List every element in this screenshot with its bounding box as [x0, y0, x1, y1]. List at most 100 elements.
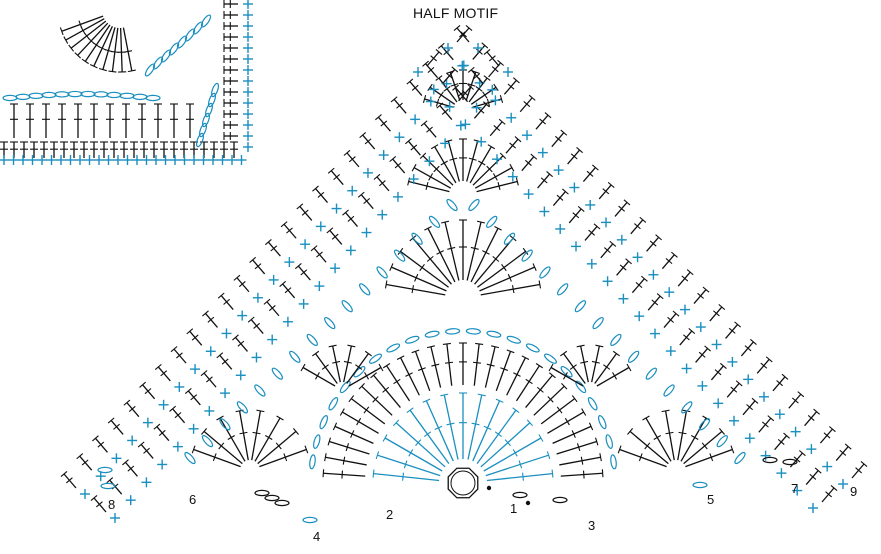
- chain-stitch-icon: [254, 489, 270, 497]
- double-crochet-icon: [480, 422, 531, 468]
- single-crochet-icon: [172, 441, 183, 452]
- single-crochet-icon: [113, 155, 123, 165]
- double-crochet-icon: [455, 87, 469, 103]
- chain-stitch-icon: [560, 366, 573, 378]
- single-crochet-icon: [664, 287, 675, 298]
- single-crochet-icon: [681, 363, 692, 374]
- double-crochet-icon: [616, 260, 630, 276]
- double-crochet-icon: [835, 446, 849, 461]
- chain-stitch-icon: [201, 435, 214, 448]
- chain-stitch-icon: [543, 353, 558, 364]
- double-crochet-icon: [480, 283, 540, 296]
- single-crochet-icon: [776, 468, 787, 479]
- round-label-7: 7: [791, 481, 798, 496]
- double-crochet-icon: [486, 472, 553, 482]
- double-crochet-icon: [409, 81, 423, 96]
- double-crochet-icon: [325, 456, 367, 466]
- single-crochet-icon: [616, 234, 627, 245]
- double-crochet-icon: [156, 426, 170, 442]
- double-crochet-icon: [193, 448, 241, 468]
- chain-stitch-icon: [145, 94, 161, 102]
- chain-stitch-icon: [184, 451, 196, 465]
- double-crochet-icon: [466, 140, 479, 182]
- double-crochet-icon: [79, 455, 93, 471]
- single-crochet-icon: [808, 503, 818, 513]
- single-crochet-icon: [267, 334, 278, 345]
- single-crochet-icon: [443, 43, 453, 53]
- chain-stitch-icon: [93, 91, 109, 98]
- chain-stitch-icon: [289, 350, 301, 363]
- single-crochet-icon: [111, 453, 122, 464]
- single-crochet-icon: [792, 485, 803, 496]
- double-crochet-icon: [84, 24, 111, 62]
- double-crochet-icon: [804, 411, 818, 427]
- double-crochet-icon: [413, 167, 452, 189]
- single-crochet-icon: [473, 43, 483, 53]
- single-crochet-icon: [539, 206, 550, 217]
- single-crochet-icon: [237, 310, 248, 321]
- double-crochet-icon: [259, 448, 307, 468]
- single-crochet-icon: [268, 274, 279, 285]
- single-crochet-icon: [413, 67, 423, 77]
- chain-stitch-icon: [512, 491, 528, 499]
- chain-stitch-icon: [67, 90, 83, 98]
- single-crochet-icon: [347, 185, 358, 196]
- chain-stitch-icon: [468, 198, 480, 212]
- double-crochet-icon: [598, 184, 612, 200]
- double-crochet-icon: [547, 411, 585, 434]
- double-crochet-icon: [479, 266, 535, 292]
- single-crochet-icon: [151, 155, 161, 165]
- chain-stitch-icon: [358, 283, 371, 296]
- double-crochet-icon: [726, 382, 740, 398]
- chain-stitch-icon: [119, 92, 135, 100]
- double-crochet-icon: [172, 408, 186, 424]
- double-crochet-icon: [535, 114, 549, 130]
- double-crochet-icon: [469, 146, 492, 184]
- chain-stitch-icon: [465, 328, 481, 335]
- single-crochet-icon: [235, 370, 246, 381]
- chain-stitch-icon: [521, 249, 533, 262]
- double-crochet-icon: [619, 448, 667, 468]
- double-crochet-icon: [630, 219, 644, 235]
- single-crochet-icon: [46, 155, 57, 165]
- double-crochet-icon: [142, 384, 156, 400]
- single-crochet-icon: [537, 147, 548, 158]
- double-crochet-icon: [533, 385, 565, 416]
- single-crochet-icon: [204, 405, 215, 416]
- single-crochet-icon: [243, 21, 253, 31]
- single-crochet-icon: [37, 155, 47, 165]
- double-crochet-icon: [476, 180, 518, 193]
- single-crochet-icon: [601, 217, 611, 228]
- double-crochet-icon: [596, 366, 630, 387]
- double-crochet-icon: [472, 155, 504, 186]
- chain-stitch-icon: [574, 300, 587, 313]
- double-crochet-icon: [591, 345, 600, 383]
- double-crochet-icon: [408, 180, 450, 193]
- corner-motif: [0, 0, 253, 165]
- single-crochet-icon: [695, 322, 706, 333]
- double-crochet-icon: [219, 354, 233, 370]
- double-crochet-icon: [345, 212, 359, 227]
- double-crochet-icon: [568, 208, 582, 224]
- double-crochet-icon: [663, 313, 677, 329]
- chain-stitch-icon: [201, 112, 211, 128]
- single-crochet-icon: [727, 356, 738, 367]
- double-crochet-icon: [341, 411, 379, 434]
- single-crochet-icon: [634, 311, 645, 322]
- double-crochet-icon: [124, 461, 138, 477]
- double-crochet-icon: [377, 454, 441, 477]
- double-crochet-icon: [236, 277, 250, 293]
- double-crochet-icon: [758, 417, 772, 433]
- chain-stitch-icon: [486, 330, 502, 338]
- double-crochet-icon: [560, 472, 603, 477]
- double-crochet-icon: [444, 221, 460, 281]
- chain-stitch-icon: [782, 458, 798, 466]
- double-crochet-icon: [559, 456, 601, 466]
- double-crochet-icon: [297, 265, 311, 281]
- double-crochet-icon: [119, 27, 123, 72]
- double-crochet-icon: [556, 440, 597, 455]
- double-crochet-icon: [412, 237, 452, 285]
- chain-stitch-icon: [627, 350, 640, 363]
- single-crochet-icon: [220, 388, 231, 399]
